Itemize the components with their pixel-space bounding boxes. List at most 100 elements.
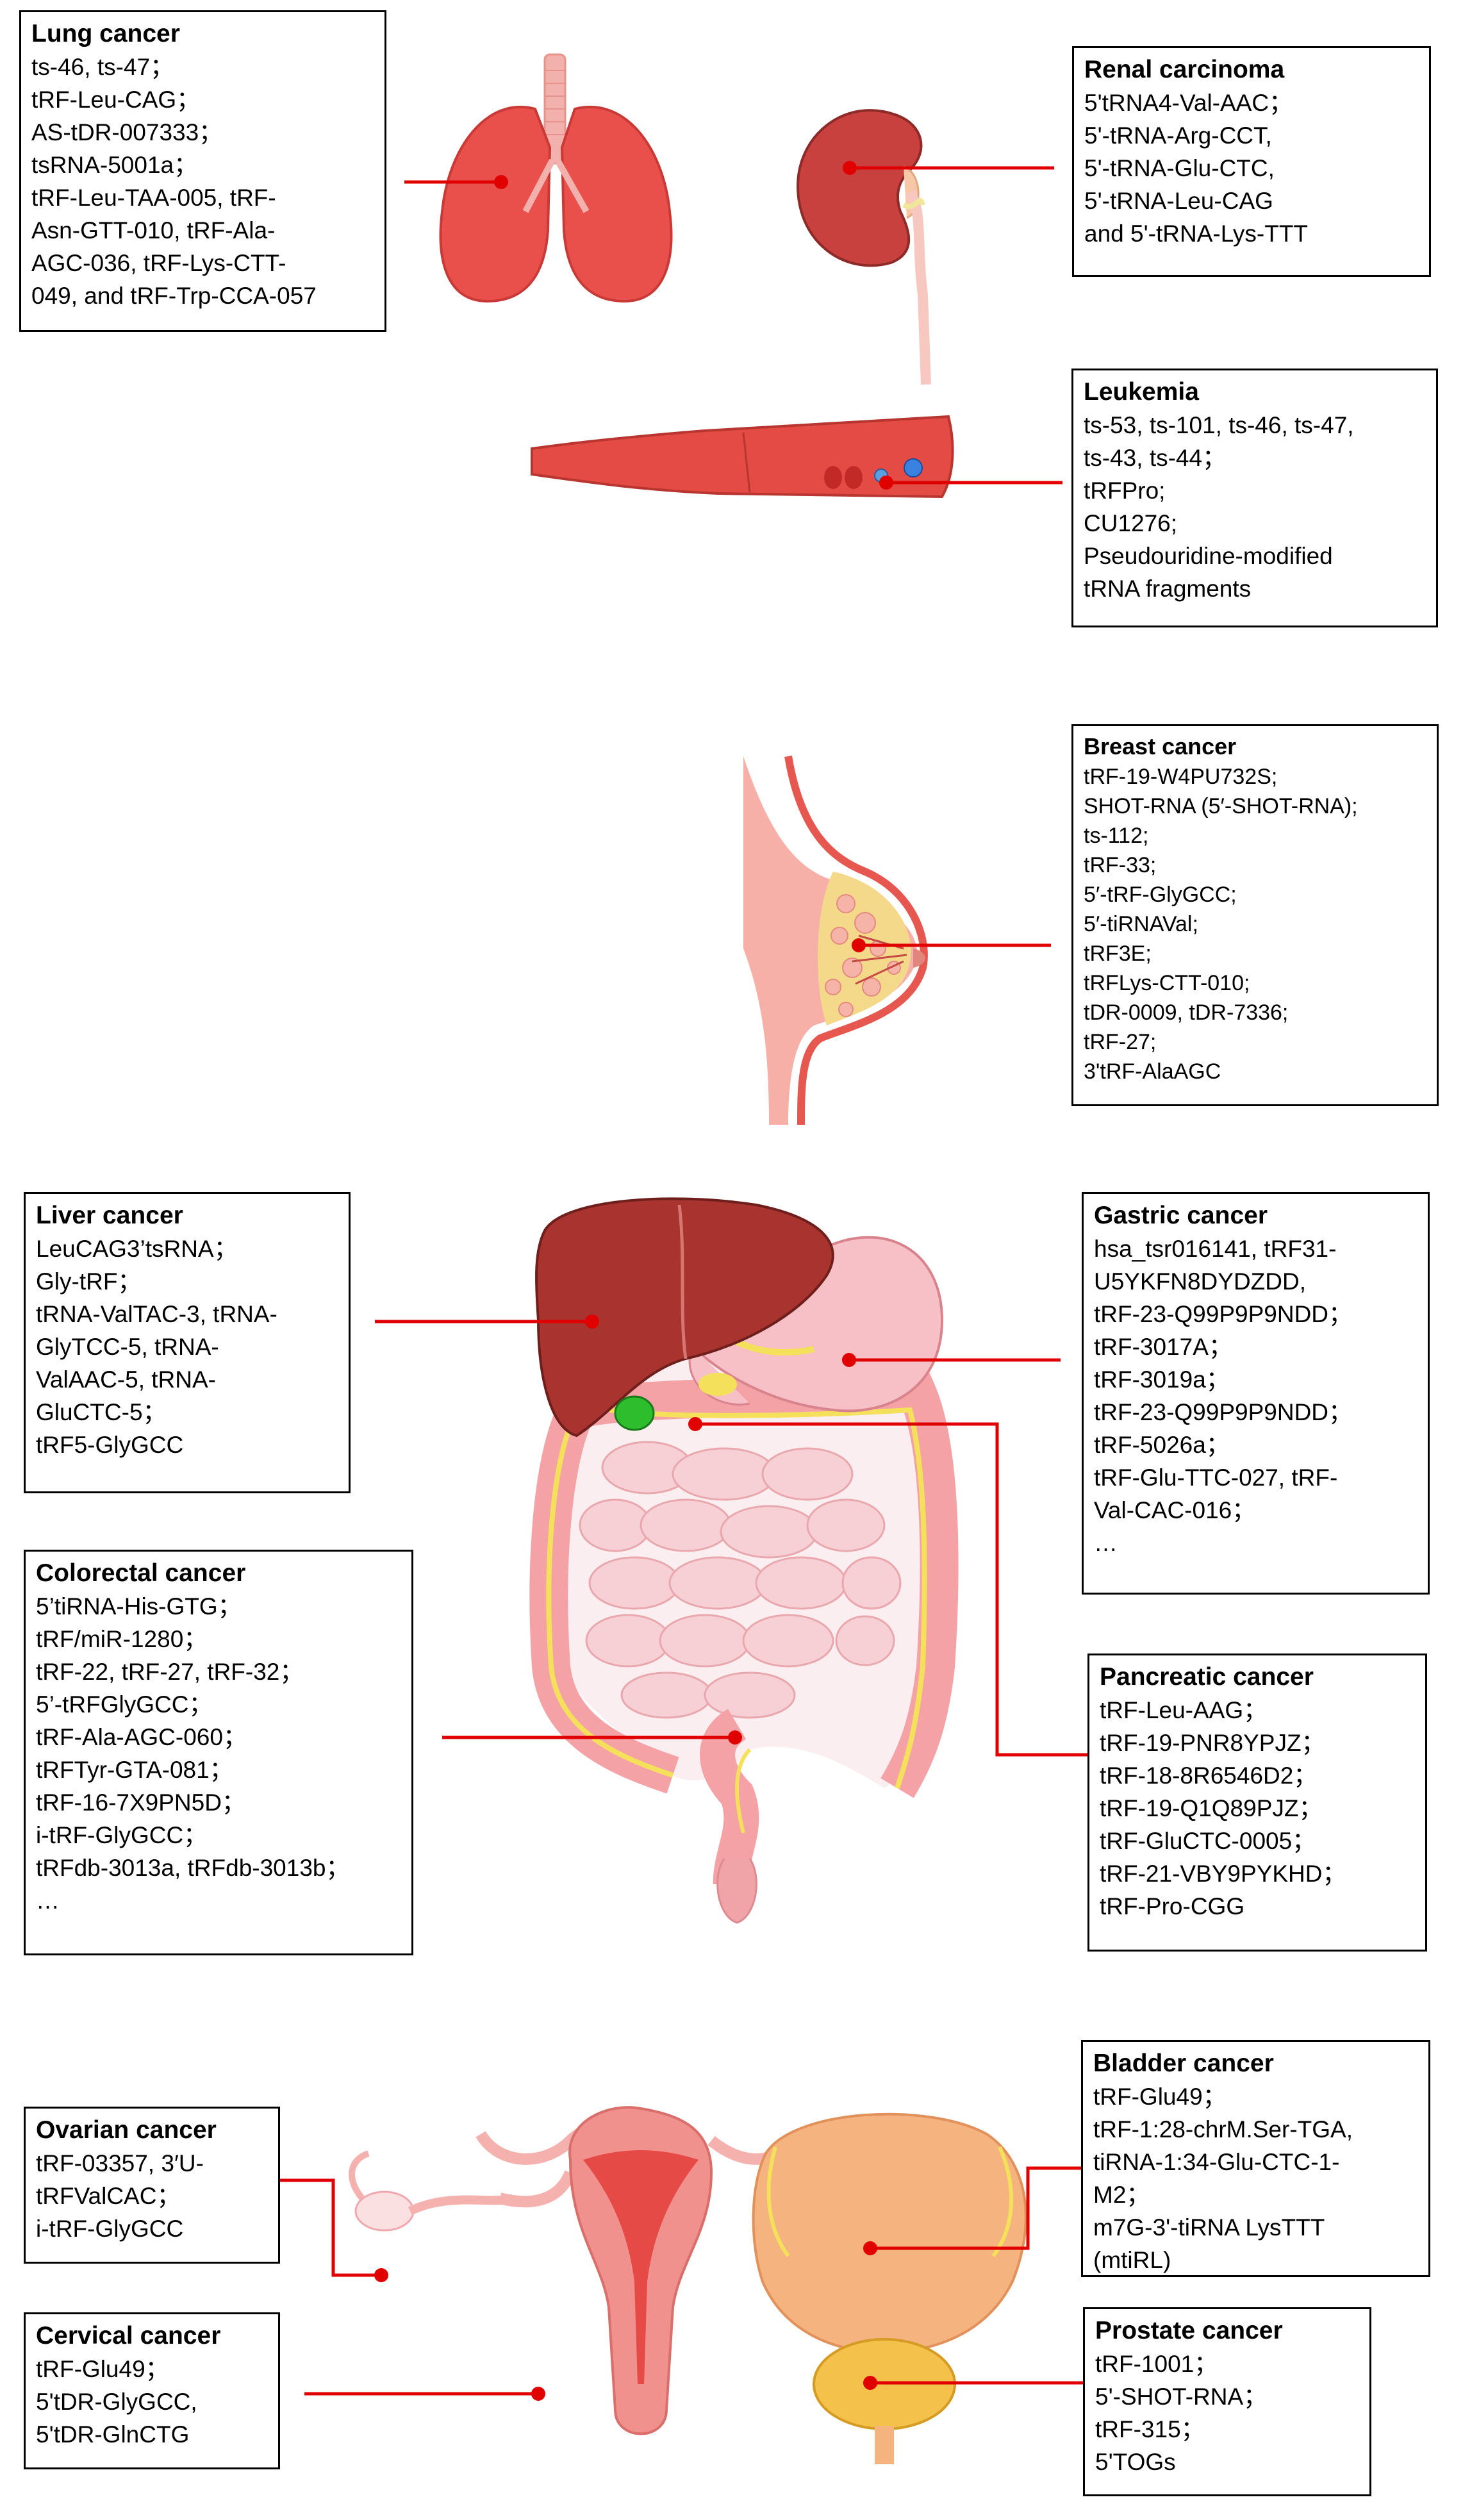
pancreatic-line: tRF-18-8R6546D2； — [1100, 1762, 1318, 1789]
renal-line: 5'-tRNA-Leu-CAG — [1084, 188, 1273, 214]
renal-carcinoma-box: Renal carcinoma 5'tRNA4-Val-AAC； 5'-tRNA… — [1072, 46, 1431, 277]
liver-line: tRNA-ValTAC-3, tRNA- — [36, 1301, 277, 1327]
breast-line: tRFLys-CTT-010; — [1084, 971, 1250, 995]
colorectal-title: Colorectal cancer — [36, 1559, 246, 1587]
gastric-title: Gastric cancer — [1094, 1202, 1268, 1229]
prostate-line: tRF-315； — [1095, 2416, 1205, 2442]
cervical-cancer-box: Cervical cancer tRF-Glu49； 5'tDR-GlyGCC,… — [24, 2312, 280, 2469]
lung-line: tsRNA-5001a； — [31, 152, 198, 178]
colorectal-line: … — [36, 1887, 60, 1914]
leukemia-box: Leukemia ts-53, ts-101, ts-46, ts-47, ts… — [1071, 369, 1438, 627]
cervical-title: Cervical cancer — [36, 2322, 221, 2350]
gastric-line: tRF-3019a； — [1094, 1366, 1230, 1393]
digestive-system-illustration — [529, 1197, 959, 1924]
breast-line: 3'tRF-AlaAGC — [1084, 1059, 1221, 1084]
liver-line: ValAAC-5, tRNA- — [36, 1366, 216, 1393]
bladder-cancer-box: Bladder cancer tRF-Glu49； tRF-1:28-chrM.… — [1081, 2040, 1430, 2277]
lung-line: ts-46, ts-47； — [31, 54, 174, 80]
leukemia-line: tRFPro; — [1084, 477, 1166, 504]
lung-line: AGC-036, tRF-Lys-CTT- — [31, 250, 286, 276]
gastric-line: tRF-Glu-TTC-027, tRF- — [1094, 1464, 1338, 1491]
breast-line: 5′-tiRNAVal; — [1084, 912, 1198, 936]
cervical-line: tRF-Glu49； — [36, 2356, 169, 2382]
colorectal-line: 5’tiRNA-His-GTG； — [36, 1593, 242, 1620]
colorectal-line: tRF-Ala-AGC-060； — [36, 1724, 247, 1750]
gastric-line: tRF-23-Q99P9P9NDD； — [1094, 1399, 1353, 1425]
liver-line: Gly-tRF； — [36, 1268, 142, 1295]
breast-title: Breast cancer — [1084, 733, 1237, 759]
bladder-line: M2； — [1093, 2182, 1150, 2208]
pancreatic-cancer-box: Pancreatic cancer tRF-Leu-AAG； tRF-19-PN… — [1087, 1654, 1427, 1952]
bladder-line: tiRNA-1:34-Glu-CTC-1- — [1093, 2149, 1340, 2175]
colorectal-line: tRF/miR-1280； — [36, 1626, 208, 1652]
liver-line: GlyTCC-5, tRNA- — [36, 1334, 219, 1360]
cervical-line: 5'tDR-GlyGCC, — [36, 2389, 197, 2415]
blood-vessel-illustration — [531, 415, 954, 499]
leukemia-title: Leukemia — [1084, 378, 1199, 406]
leukemia-line: ts-53, ts-101, ts-46, ts-47, — [1084, 412, 1354, 438]
ovarian-pointer — [280, 2178, 381, 2277]
breast-cancer-box: Breast cancer tRF-19-W4PU732S; SHOT-RNA … — [1071, 724, 1439, 1106]
gastric-line: U5YKFN8DYDZDD, — [1094, 1268, 1306, 1295]
pancreatic-line: tRF-Leu-AAG； — [1100, 1697, 1268, 1723]
colorectal-line: tRF-16-7X9PN5D； — [36, 1789, 245, 1816]
ovarian-title: Ovarian cancer — [36, 2116, 217, 2144]
bladder-line: m7G-3'-tiRNA LysTTT — [1093, 2214, 1325, 2241]
pointer-lines — [280, 161, 1087, 2401]
colorectal-line: tRF-22, tRF-27, tRF-32； — [36, 1659, 304, 1685]
pancreatic-line: tRF-Pro-CGG — [1100, 1893, 1245, 1919]
breast-line: tRF-27; — [1084, 1030, 1157, 1054]
bladder-line: tRF-Glu49； — [1093, 2084, 1227, 2110]
gastric-line: tRF-3017A； — [1094, 1334, 1232, 1360]
bladder-illustration — [752, 2112, 1027, 2464]
leukemia-line: Pseudouridine-modified — [1084, 543, 1333, 569]
lung-line: AS-tDR-007333； — [31, 119, 223, 145]
lungs-illustration — [439, 53, 673, 303]
lung-line: tRF-Leu-TAA-005, tRF- — [31, 185, 276, 211]
breast-line: tRF-33; — [1084, 853, 1157, 877]
liver-cancer-box: Liver cancer LeuCAG3’tsRNA； Gly-tRF； tRN… — [24, 1192, 351, 1493]
colorectal-cancer-box: Colorectal cancer 5’tiRNA-His-GTG； tRF/m… — [24, 1550, 413, 1955]
leukemia-line: ts-43, ts-44； — [1084, 445, 1227, 471]
colorectal-line: 5’-tRFGlyGCC； — [36, 1691, 213, 1718]
cervical-line: 5'tDR-GlnCTG — [36, 2421, 190, 2448]
pancreatic-line: tRF-19-Q1Q89PJZ； — [1100, 1795, 1323, 1821]
ovarian-line: tRFValCAC； — [36, 2183, 181, 2209]
liver-line: GluCTC-5； — [36, 1399, 167, 1425]
breast-illustration — [743, 756, 928, 1125]
gastric-line: … — [1094, 1530, 1118, 1556]
kidney-illustration — [796, 109, 931, 385]
colorectal-line: tRFTyr-GTA-081； — [36, 1757, 233, 1783]
breast-line: tRF3E; — [1084, 941, 1152, 966]
pancreatic-pointer — [695, 1422, 1087, 1757]
lung-line: Asn-GTT-010, tRF-Ala- — [31, 217, 276, 244]
pancreatic-line: tRF-19-PNR8YPJZ； — [1100, 1730, 1325, 1756]
gastric-line: tRF-5026a； — [1094, 1432, 1230, 1458]
breast-line: SHOT-RNA (5′-SHOT-RNA); — [1084, 794, 1358, 818]
liver-line: LeuCAG3’tsRNA； — [36, 1236, 238, 1262]
lung-cancer-box: Lung cancer ts-46, ts-47； tRF-Leu-CAG； A… — [19, 10, 386, 332]
renal-title: Renal carcinoma — [1084, 56, 1285, 83]
ovarian-line: i-tRF-GlyGCC — [36, 2216, 184, 2242]
ovarian-line: tRF-03357, 3′U- — [36, 2150, 204, 2176]
leukemia-line: tRNA fragments — [1084, 576, 1252, 602]
prostate-line: 5'-SHOT-RNA； — [1095, 2383, 1268, 2410]
colorectal-line: tRFdb-3013a, tRFdb-3013b； — [36, 1855, 350, 1881]
bladder-pointer — [870, 2166, 1081, 2250]
gastric-cancer-box: Gastric cancer hsa_tsr016141, tRF31- U5Y… — [1082, 1192, 1430, 1595]
bladder-line: tRF-1:28-chrM.Ser-TGA, — [1093, 2116, 1353, 2143]
prostate-line: tRF-1001； — [1095, 2351, 1218, 2377]
breast-line: tDR-0009, tDR-7336; — [1084, 1000, 1289, 1025]
renal-line: 5'tRNA4-Val-AAC； — [1084, 90, 1293, 116]
pancreatic-line: tRF-21-VBY9PYKHD； — [1100, 1861, 1346, 1887]
bladder-line: (mtiRL) — [1093, 2247, 1171, 2273]
liver-line: tRF5-GlyGCC — [36, 1432, 184, 1458]
ovarian-cancer-box: Ovarian cancer tRF-03357, 3′U- tRFValCAC… — [24, 2107, 280, 2264]
prostate-cancer-box: Prostate cancer tRF-1001； 5'-SHOT-RNA； t… — [1083, 2307, 1371, 2496]
renal-line: 5'-tRNA-Glu-CTC, — [1084, 155, 1275, 181]
gastric-line: tRF-23-Q99P9P9NDD； — [1094, 1301, 1353, 1327]
renal-line: and 5'-tRNA-Lys-TTT — [1084, 220, 1309, 247]
breast-line: ts-112; — [1084, 824, 1149, 848]
colorectal-line: i-tRF-GlyGCC； — [36, 1822, 208, 1848]
breast-line: tRF-19-W4PU732S; — [1084, 765, 1278, 789]
